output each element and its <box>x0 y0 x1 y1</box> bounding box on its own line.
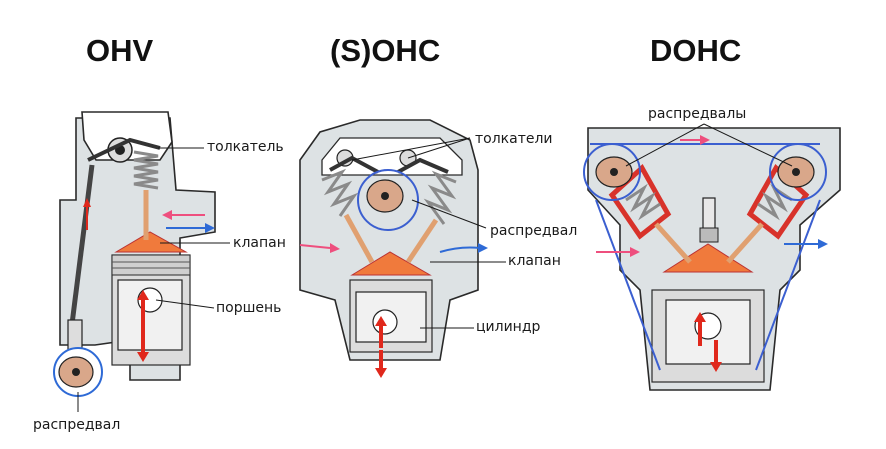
dohc-timing-belt <box>590 143 821 371</box>
sohc-leader-lines <box>351 137 506 329</box>
sohc-camshaft <box>357 169 419 231</box>
sohc-piston <box>355 291 427 343</box>
label-sohc-valve: клапан <box>508 253 561 269</box>
sohc-airflow-arrows <box>299 243 488 253</box>
ohv-pushrod <box>67 164 95 341</box>
dohc-spark-plug <box>699 197 719 243</box>
ohv-airflow-arrows <box>83 198 215 233</box>
ohv-rocker-arm <box>87 137 161 163</box>
sohc-combustion-chamber <box>350 251 432 276</box>
label-sohc-cylinder: цилиндр <box>476 319 541 335</box>
dohc-airflow-arrows <box>596 135 828 257</box>
title-sohc: (S)OHC <box>330 33 441 68</box>
ohv-combustion-chamber <box>114 231 188 253</box>
label-ohv-camshaft: распредвал <box>33 417 121 433</box>
label-ohv-piston: поршень <box>216 300 282 316</box>
dohc-piston-motion-arrows <box>694 312 722 372</box>
label-ohv-valve: клапан <box>233 235 286 251</box>
title-ohv: OHV <box>86 33 154 68</box>
dohc-piston <box>665 299 751 365</box>
title-dohc: DOHC <box>650 33 742 68</box>
sohc-valve-springs <box>321 168 457 264</box>
label-dohc-camshafts: распредвалы <box>648 106 747 122</box>
ohv-piston-motion-arrows <box>137 290 149 362</box>
ohv-camshaft <box>53 347 103 397</box>
sohc-piston-motion-arrows <box>375 316 387 378</box>
ohv-leader-lines <box>77 147 230 412</box>
label-ohv-pushrod: толкатель <box>207 139 284 155</box>
label-sohc-camshaft: распредвал <box>490 223 578 239</box>
dohc-leader-lines <box>625 123 793 167</box>
ohv-piston <box>117 279 183 351</box>
ohv-valve-spring <box>133 150 159 240</box>
dohc-camshafts <box>583 143 827 201</box>
label-sohc-pushrods: толкатели <box>475 131 553 147</box>
